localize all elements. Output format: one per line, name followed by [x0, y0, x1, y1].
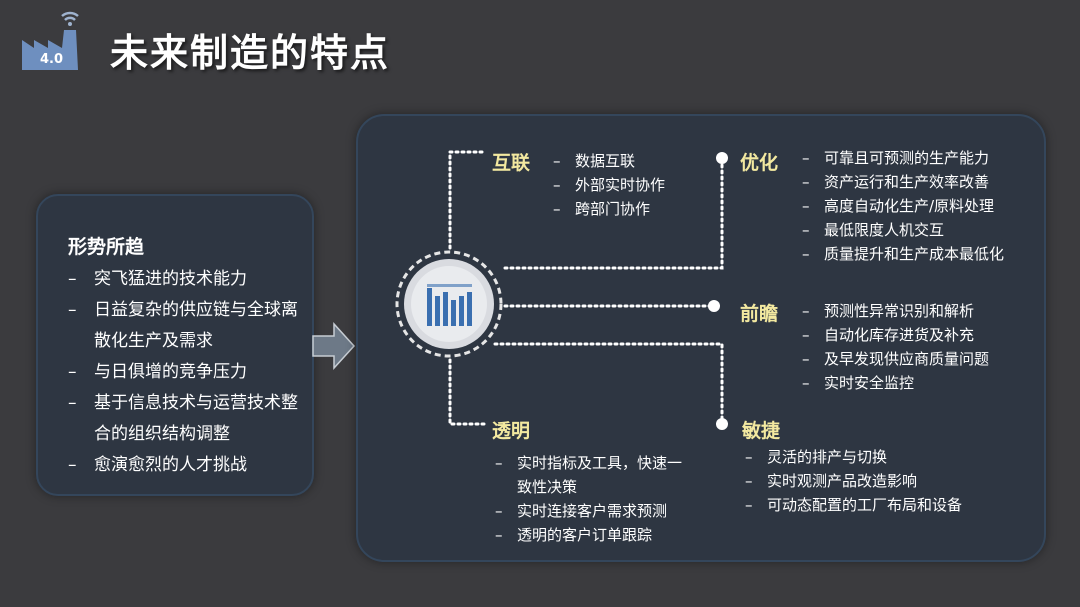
list-item: 实时安全监控 — [802, 371, 989, 395]
list-item: 外部实时协作 — [553, 173, 665, 197]
list-item: 自动化库存进货及补充 — [802, 323, 989, 347]
list-item: 可靠且可预测的生产能力 — [802, 146, 1004, 170]
list-item: 最低限度人机交互 — [802, 218, 1004, 242]
trend-item: 愈演愈烈的人才挑战 — [68, 450, 304, 481]
section-list-youhua: 可靠且可预测的生产能力 资产运行和生产效率改善 高度自动化生产/原料处理 最低限… — [802, 146, 1004, 266]
trend-item: 突飞猛进的技术能力 — [68, 264, 304, 295]
list-item: 实时观测产品改造影响 — [745, 469, 962, 493]
section-title-touming: 透明 — [492, 420, 531, 442]
list-item: 跨部门协作 — [553, 197, 665, 221]
list-item: 高度自动化生产/原料处理 — [802, 194, 1004, 218]
section-list-qianzhan: 预测性异常识别和解析 自动化库存进货及补充 及早发现供应商质量问题 实时安全监控 — [802, 299, 989, 395]
list-item: 灵活的排产与切换 — [745, 445, 962, 469]
list-item: 可动态配置的工厂布局和设备 — [745, 493, 962, 517]
list-item: 实时指标及工具，快速一致性决策 — [495, 451, 683, 499]
section-title-minjie: 敏捷 — [742, 420, 781, 442]
factory-wifi-icon — [22, 11, 79, 70]
trend-item: 基于信息技术与运营技术整合的组织结构调整 — [68, 388, 304, 450]
logo-label: 4.0 — [40, 52, 64, 67]
list-item: 资产运行和生产效率改善 — [802, 170, 1004, 194]
section-title-youhua: 优化 — [740, 152, 779, 174]
section-title-hulian: 互联 — [492, 152, 531, 174]
list-item: 数据互联 — [553, 149, 665, 173]
trend-card: 形势所趋 突飞猛进的技术能力 日益复杂的供应链与全球离散化生产及需求 与日俱增的… — [36, 194, 314, 496]
arrow-right-icon — [312, 322, 356, 370]
section-title-qianzhan: 前瞻 — [740, 303, 779, 325]
section-list-minjie: 灵活的排产与切换 实时观测产品改造影响 可动态配置的工厂布局和设备 — [745, 445, 962, 517]
list-item: 质量提升和生产成本最低化 — [802, 242, 1004, 266]
trend-item: 日益复杂的供应链与全球离散化生产及需求 — [68, 295, 304, 357]
trend-list: 突飞猛进的技术能力 日益复杂的供应链与全球离散化生产及需求 与日俱增的竞争压力 … — [68, 264, 304, 481]
list-item: 透明的客户订单跟踪 — [495, 523, 683, 547]
list-item: 及早发现供应商质量问题 — [802, 347, 989, 371]
trend-title: 形势所趋 — [68, 236, 145, 258]
section-list-hulian: 数据互联 外部实时协作 跨部门协作 — [553, 149, 665, 221]
page-title: 未来制造的特点 — [110, 31, 391, 75]
trend-item: 与日俱增的竞争压力 — [68, 357, 304, 388]
list-item: 预测性异常识别和解析 — [802, 299, 989, 323]
list-item: 实时连接客户需求预测 — [495, 499, 683, 523]
section-list-touming: 实时指标及工具，快速一致性决策 实时连接客户需求预测 透明的客户订单跟踪 — [495, 451, 683, 547]
